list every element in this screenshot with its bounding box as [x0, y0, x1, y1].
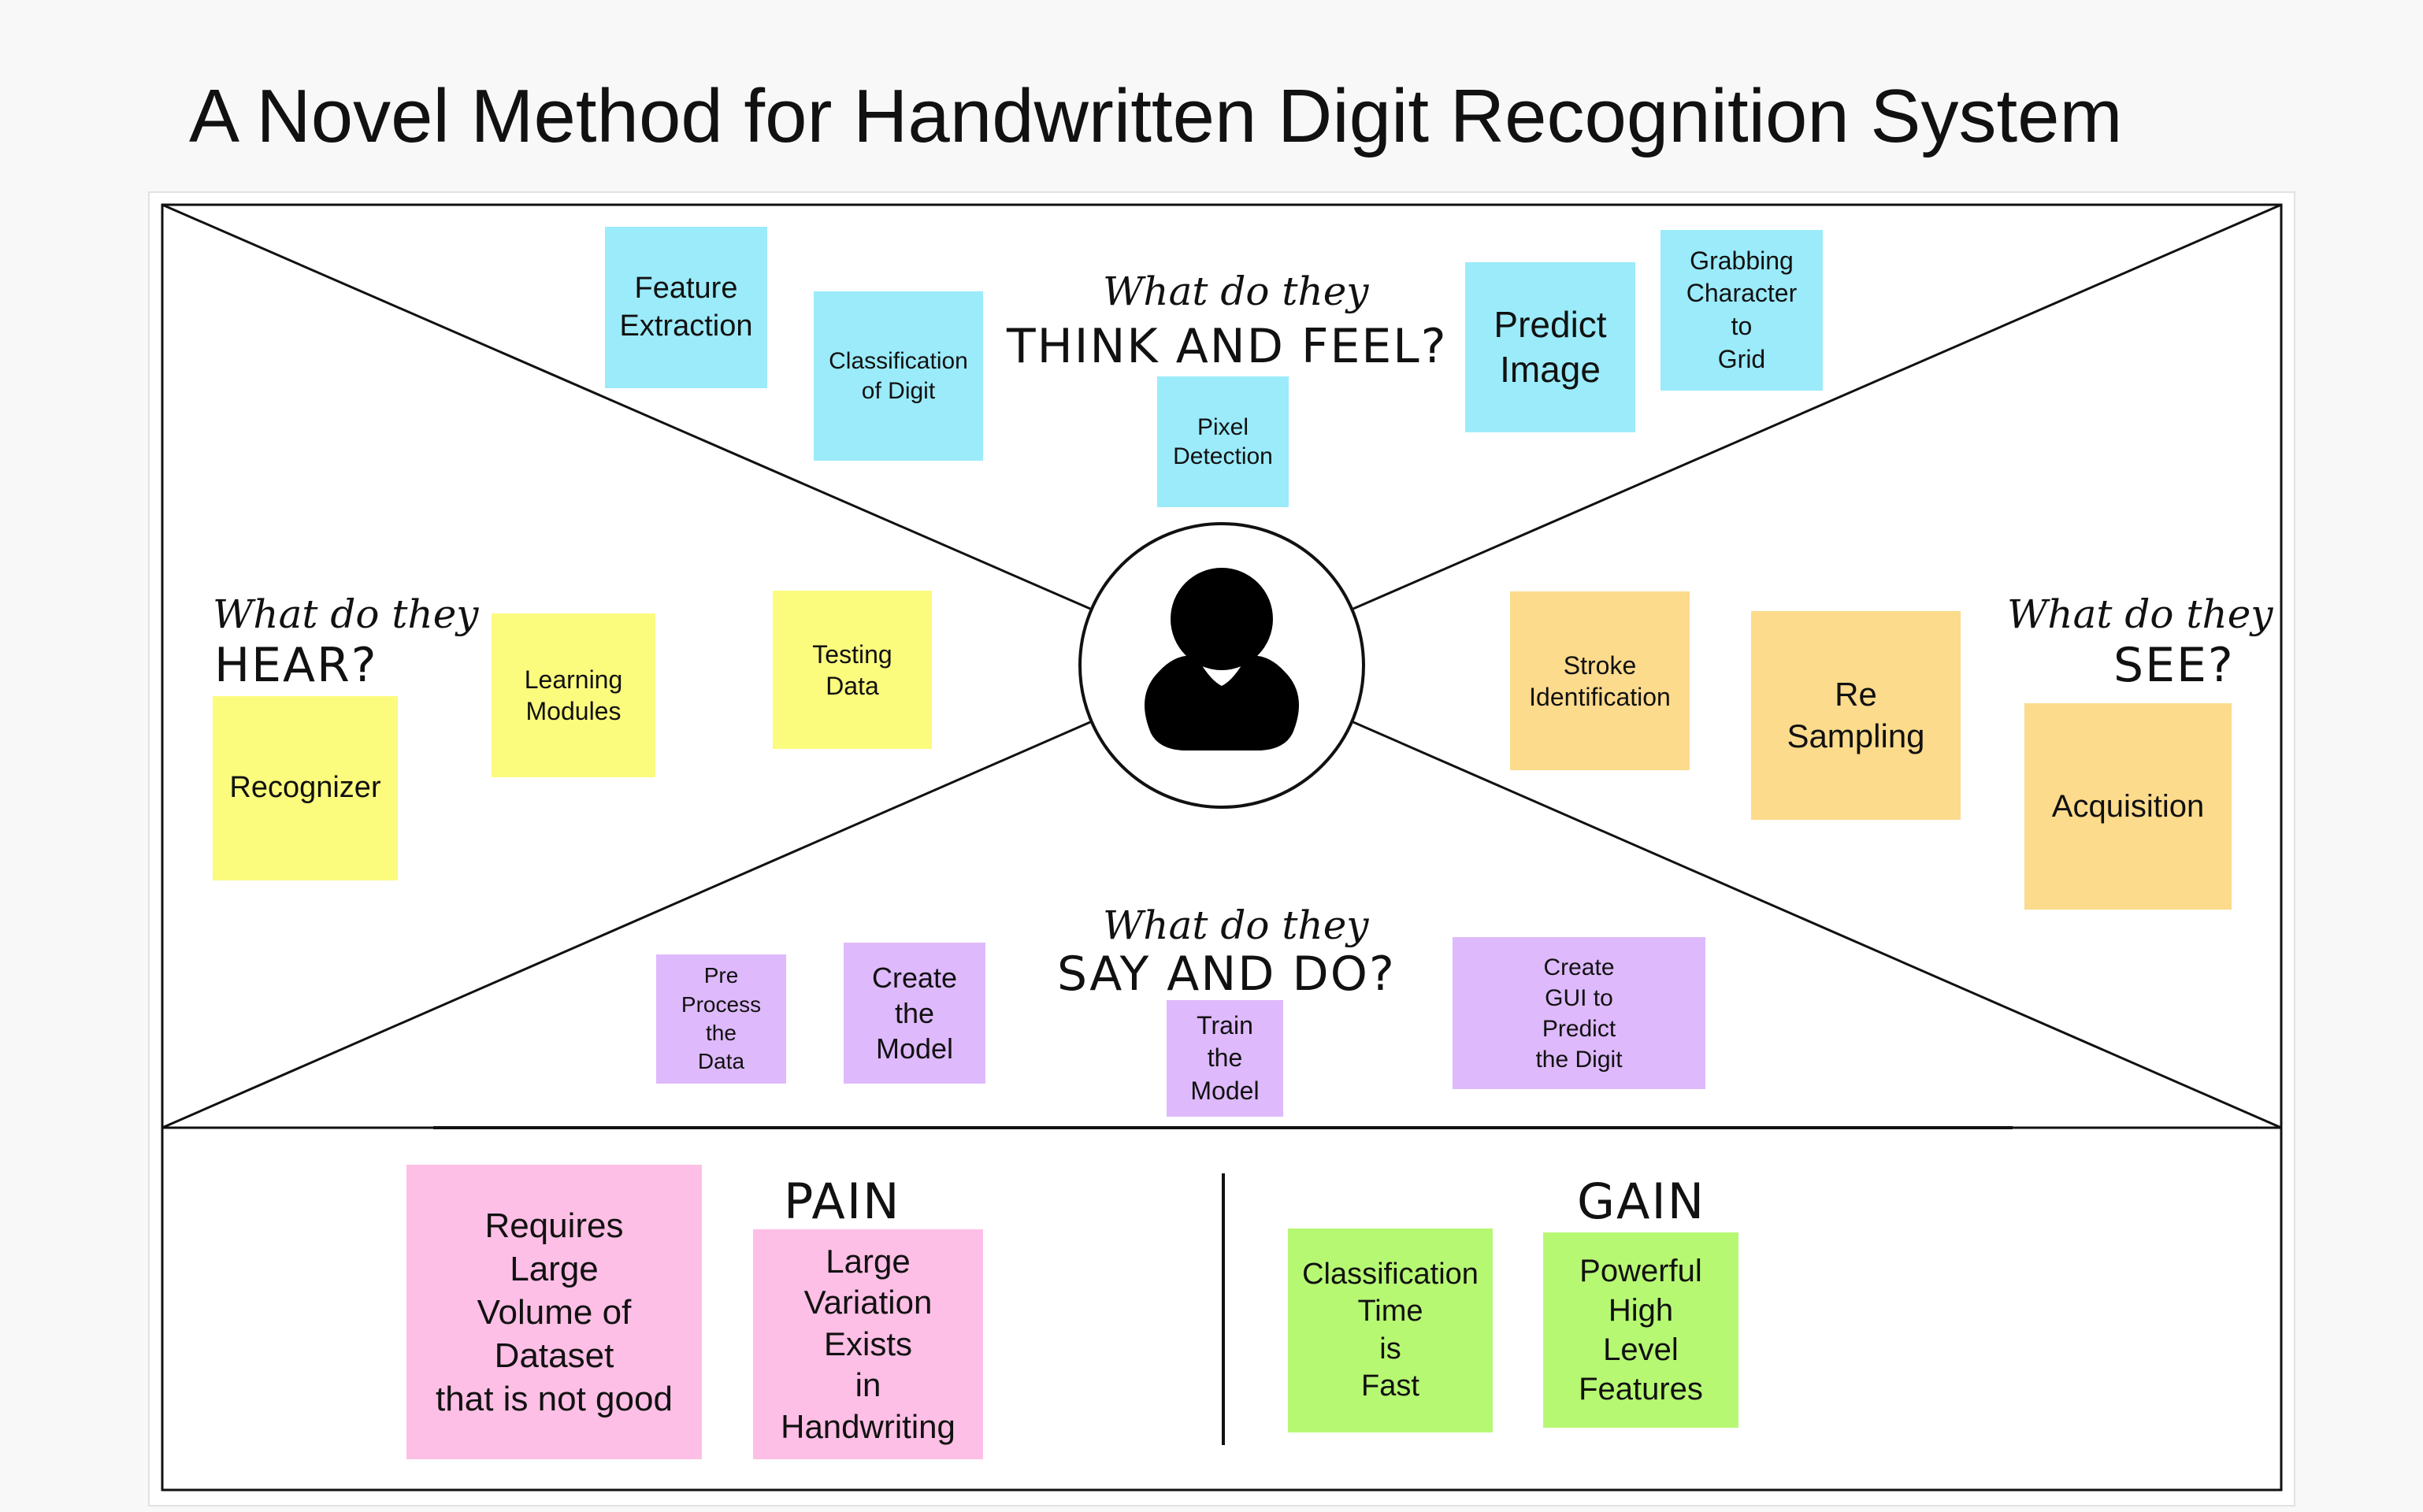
say-do-heading: SAY AND DO? — [1057, 947, 1396, 1002]
note-recognizer: Recognizer — [213, 696, 398, 880]
note-large-variation: Large Variation Exists in Handwriting — [753, 1229, 983, 1459]
person-icon — [1145, 568, 1299, 750]
note-create-model: Create the Model — [844, 943, 985, 1084]
think-feel-prompt: What do they — [1103, 269, 1369, 314]
note-re-sampling: Re Sampling — [1751, 611, 1961, 820]
note-stroke-identification: Stroke Identification — [1510, 591, 1690, 770]
note-classification-of-digit: Classification of Digit — [814, 291, 983, 461]
note-classification-time: Classification Time is Fast — [1288, 1228, 1493, 1432]
note-create-gui: Create GUI to Predict the Digit — [1453, 937, 1705, 1089]
page-title: A Novel Method for Handwritten Digit Rec… — [189, 74, 2123, 158]
gain-heading: GAIN — [1577, 1173, 1706, 1230]
note-train-model: Train the Model — [1167, 1000, 1283, 1117]
note-predict-image: Predict Image — [1465, 262, 1635, 432]
note-powerful-features: Powerful High Level Features — [1543, 1232, 1738, 1428]
hear-heading: HEAR? — [214, 638, 378, 693]
note-requires-large-volume: Requires Large Volume of Dataset that is… — [406, 1165, 702, 1459]
note-learning-modules: Learning Modules — [492, 613, 655, 777]
see-prompt: What do they — [2007, 591, 2273, 637]
note-pixel-detection: Pixel Detection — [1157, 376, 1289, 507]
pain-heading: PAIN — [784, 1173, 901, 1230]
think-feel-heading: THINK AND FEEL? — [1007, 319, 1448, 374]
note-pre-process: Pre Process the Data — [656, 954, 786, 1084]
note-testing-data: Testing Data — [773, 591, 932, 749]
note-grabbing-character: Grabbing Character to Grid — [1660, 230, 1823, 391]
note-acquisition: Acquisition — [2024, 703, 2232, 910]
note-feature-extraction: Feature Extraction — [605, 227, 767, 388]
hear-prompt: What do they — [213, 591, 479, 637]
persona-circle — [1078, 522, 1365, 809]
say-do-prompt: What do they — [1103, 902, 1369, 948]
see-heading: SEE? — [2113, 638, 2235, 693]
